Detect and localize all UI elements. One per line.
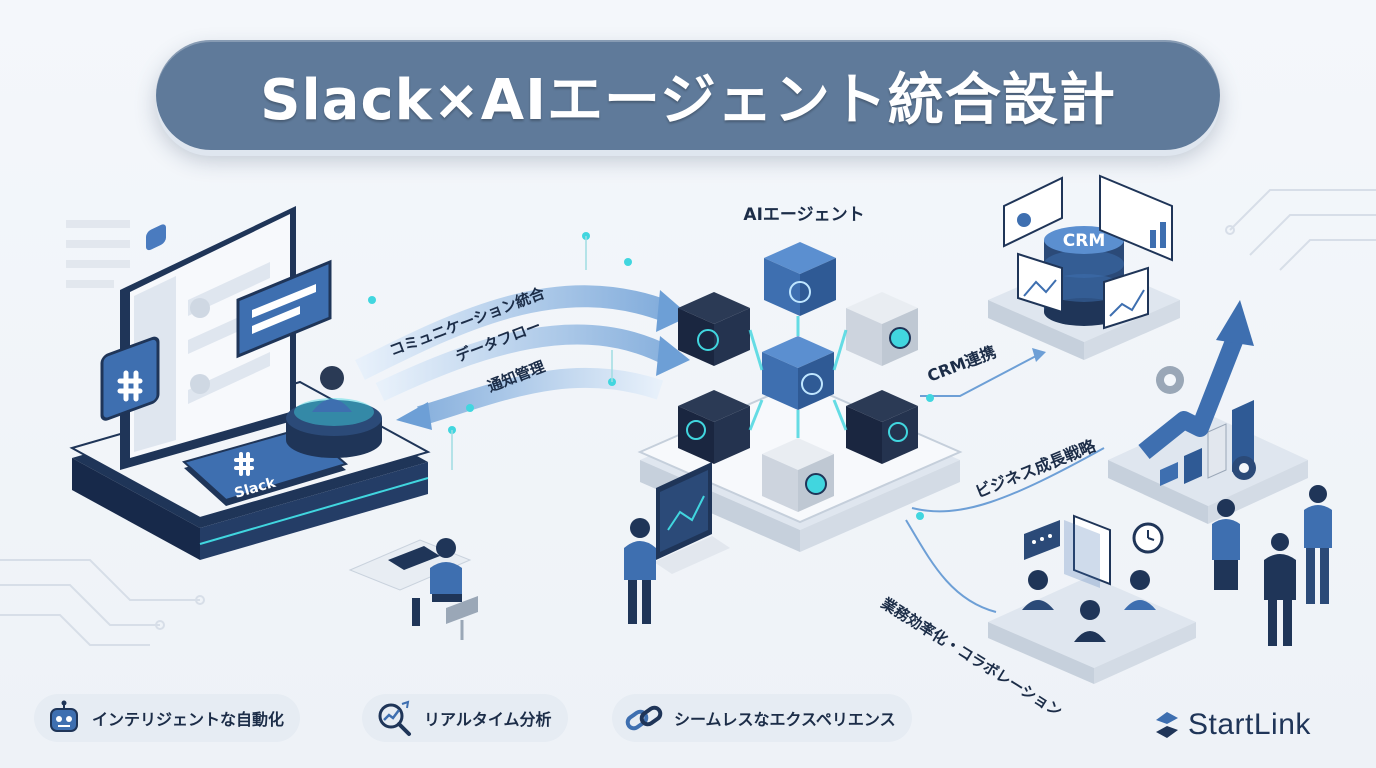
robot-icon [50,700,78,732]
document-icon [1064,514,1111,588]
doc-lines-decoration [66,220,130,288]
collaboration-platform [988,514,1196,684]
startlink-logo-icon [1156,712,1178,738]
gear-icon-small [1232,456,1256,480]
title-banner: Slack×AIエージェント統合設計 [156,40,1220,150]
cube-top [764,242,836,316]
crm-chart-card [1103,266,1149,330]
chain-link-icon [625,705,663,731]
feature-label: インテリジェントな自動化 [92,710,285,729]
cube-grey-bottom [762,438,834,512]
cube-dark-br [846,390,918,464]
brand-logo: StartLink [1152,708,1311,742]
desk-worker [348,538,478,640]
feature-label: シームレスなエクスペリエンス [674,710,896,729]
feature-seamless: シームレスなエクスペリエンス [612,694,912,742]
feature-automation: インテリジェントな自動化 [34,694,301,742]
gear-icon [1156,366,1184,394]
cube-center [762,336,834,410]
growth-label: ビジネス成長戦略 [972,436,1099,502]
ai-agent-label: AIエージェント [743,205,864,225]
crm-link-label: CRM連携 [925,342,999,386]
crm-dashboard-card [1099,174,1173,262]
growth-arrow [1138,332,1245,460]
crm-platform: CRM [988,174,1180,360]
crm-db-label: CRM [1063,231,1105,251]
feature-label: リアルタイム分析 [424,710,552,729]
page-title: Slack×AIエージェント統合設計 [260,67,1116,133]
circuit-lines [0,189,1376,646]
cube-dark-bl [678,390,750,464]
flow-arrows [355,232,690,470]
cube-grey-right [846,292,918,366]
clock-icon [1132,522,1164,554]
brand-name: StartLink [1188,708,1311,741]
business-people [1212,485,1332,646]
meeting-people [1022,570,1156,642]
slack-platform [69,206,431,560]
feature-analytics: リアルタイム分析 [362,694,568,742]
ai-agent-cubes [678,242,918,512]
crm-image-card [1017,252,1063,314]
magnifier-trend-icon [378,700,411,736]
connector-lines [905,348,1105,613]
chat-bubble-icon [1024,520,1060,560]
cube-dark-left [678,292,750,366]
crm-profile-card [1003,176,1063,248]
growth-bar-chart [1160,400,1254,486]
analyst-figure [624,462,730,624]
